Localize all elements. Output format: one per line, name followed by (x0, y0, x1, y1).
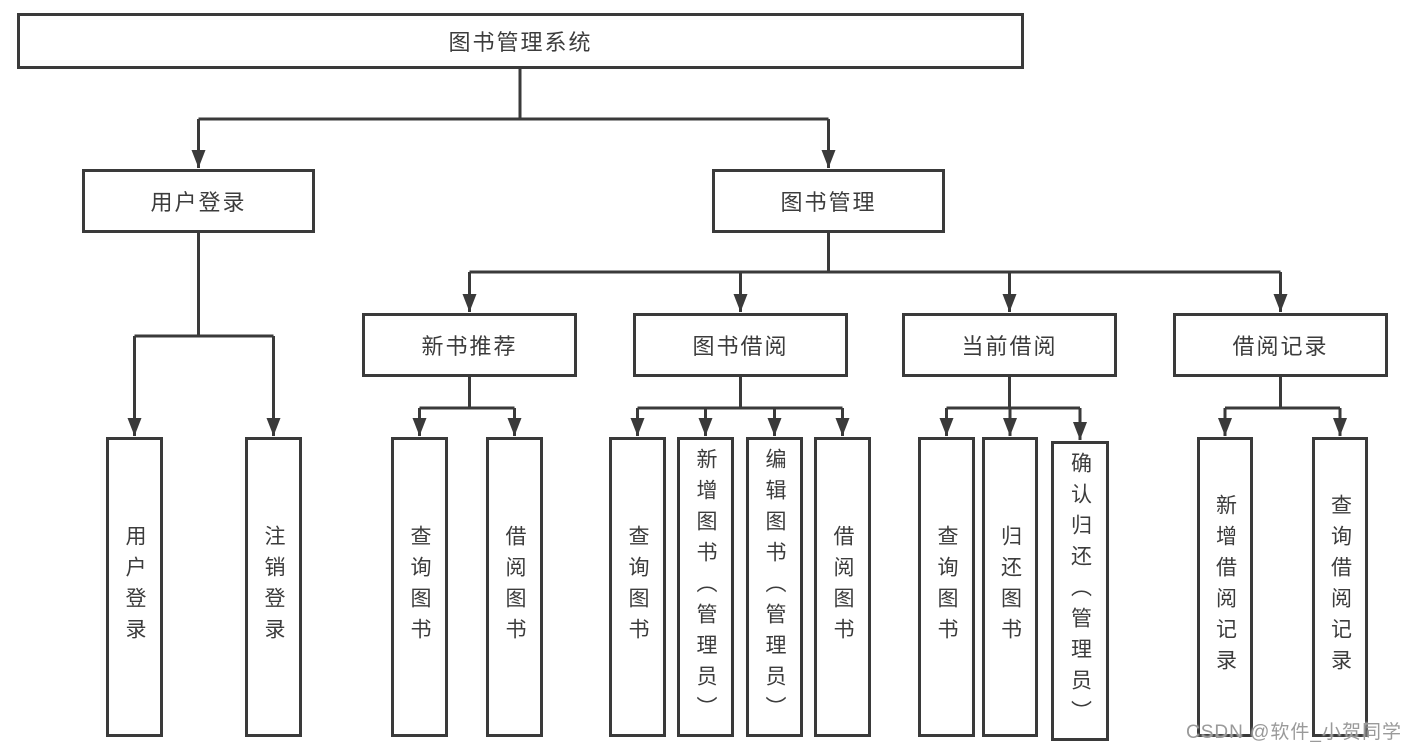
node-label: 查询图书 (626, 525, 649, 649)
leaf-borrow-book: 借阅图书 (814, 437, 871, 737)
node-label: 查询图书 (935, 525, 958, 649)
node-library-management-system: 图书管理系统 (17, 13, 1024, 69)
leaf-query-book-borrow: 查询图书 (609, 437, 666, 737)
node-label: 用户登录 (150, 190, 247, 215)
node-label: 图书管理 (780, 190, 877, 215)
node-label: 注销登录 (262, 525, 285, 649)
node-label: 新书推荐 (421, 334, 518, 359)
node-label: 编辑图书（管理员） (763, 447, 786, 727)
node-label: 图书借阅 (692, 334, 789, 359)
node-label: 借阅图书 (503, 525, 526, 649)
node-label: 归还图书 (998, 525, 1022, 649)
leaf-borrow-book-recommend: 借阅图书 (486, 437, 543, 737)
node-new-book-recommend: 新书推荐 (362, 313, 577, 377)
node-label: 确认归还（管理员） (1068, 451, 1092, 731)
leaf-query-borrow-record: 查询借阅记录 (1312, 437, 1368, 737)
node-borrow-record: 借阅记录 (1173, 313, 1388, 377)
leaf-add-book-admin: 新增图书（管理员） (677, 437, 734, 737)
node-label: 图书管理系统 (448, 30, 593, 55)
leaf-add-borrow-record: 新增借阅记录 (1197, 437, 1253, 737)
leaf-logout: 注销登录 (245, 437, 302, 737)
node-label: 查询图书 (408, 525, 431, 649)
node-label: 新增图书（管理员） (694, 447, 717, 727)
leaf-query-book-recommend: 查询图书 (391, 437, 448, 737)
leaf-query-book-current: 查询图书 (918, 437, 975, 737)
node-current-borrow: 当前借阅 (902, 313, 1117, 377)
csdn-watermark: CSDN @软件_小贺同学 (1186, 722, 1402, 743)
node-label: 借阅记录 (1232, 334, 1329, 359)
leaf-confirm-return-admin: 确认归还（管理员） (1051, 441, 1109, 741)
node-label: 用户登录 (123, 525, 146, 649)
leaf-return-book: 归还图书 (982, 437, 1038, 737)
leaf-user-login: 用户登录 (106, 437, 163, 737)
node-label: 借阅图书 (831, 525, 854, 649)
node-user-login-module: 用户登录 (82, 169, 315, 233)
node-book-management-module: 图书管理 (712, 169, 945, 233)
node-label: 新增借阅记录 (1213, 494, 1237, 680)
leaf-edit-book-admin: 编辑图书（管理员） (746, 437, 803, 737)
node-book-borrow: 图书借阅 (633, 313, 848, 377)
node-label: 当前借阅 (961, 334, 1058, 359)
node-label: 查询借阅记录 (1328, 494, 1352, 680)
